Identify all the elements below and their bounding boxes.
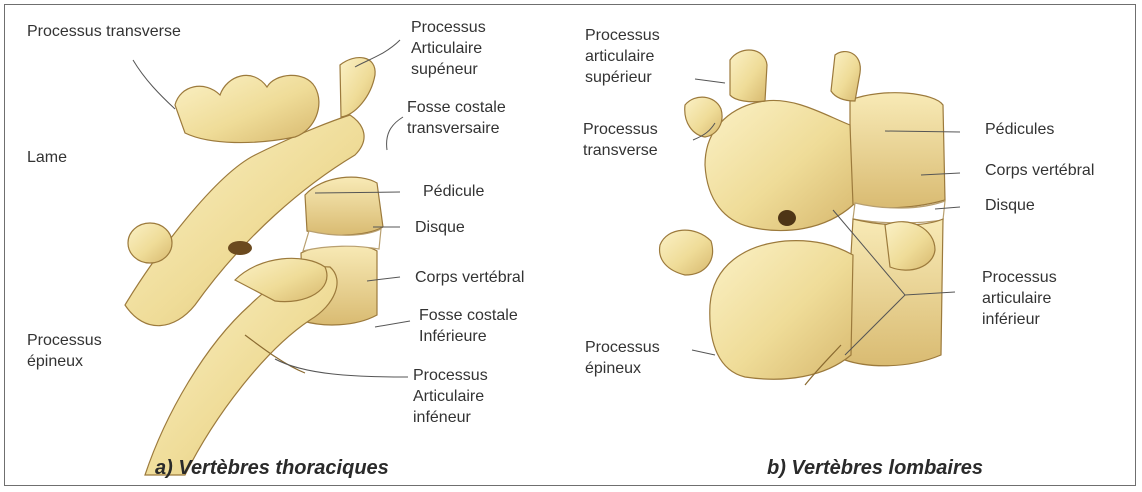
label-pedicles: Pédicules (985, 119, 1054, 140)
label-spinous-process-b: Processus épineux (585, 337, 660, 379)
label-inferior-articular-a: Processus Articulaire inféneur (413, 365, 488, 428)
lumbar-vertebrae-drawing (660, 50, 945, 385)
caption-thoracic: a) Vertèbres thoraciques (155, 457, 389, 480)
label-disc-b: Disque (985, 195, 1035, 216)
label-vertebral-body-b: Corps vertébral (985, 160, 1094, 181)
label-disc-a: Disque (415, 217, 465, 238)
label-inferior-costal-fossa: Fosse costale Inférieure (419, 305, 518, 347)
label-superior-articular-a: Processus Articulaire supéneur (411, 17, 486, 80)
label-pedicle: Pédicule (423, 181, 484, 202)
label-transverse-costal-fossa: Fosse costale transversaire (407, 97, 506, 139)
vertebrae-illustration (5, 5, 1136, 486)
label-transverse-process-b: Processus transverse (583, 119, 658, 161)
label-superior-articular-b: Processus articulaire supérieur (585, 25, 660, 88)
label-spinous-process-a: Processus épineux (27, 330, 102, 372)
caption-lumbar: b) Vertèbres lombaires (767, 457, 983, 480)
anatomy-figure: Processus transverse Processus Articulai… (4, 4, 1136, 486)
label-inferior-articular-b: Processus articulaire inférieur (982, 267, 1057, 330)
label-lamina: Lame (27, 147, 67, 168)
label-transverse-process-a: Processus transverse (27, 21, 181, 42)
thoracic-vertebrae-drawing (125, 58, 383, 475)
label-vertebral-body-a: Corps vertébral (415, 267, 524, 288)
